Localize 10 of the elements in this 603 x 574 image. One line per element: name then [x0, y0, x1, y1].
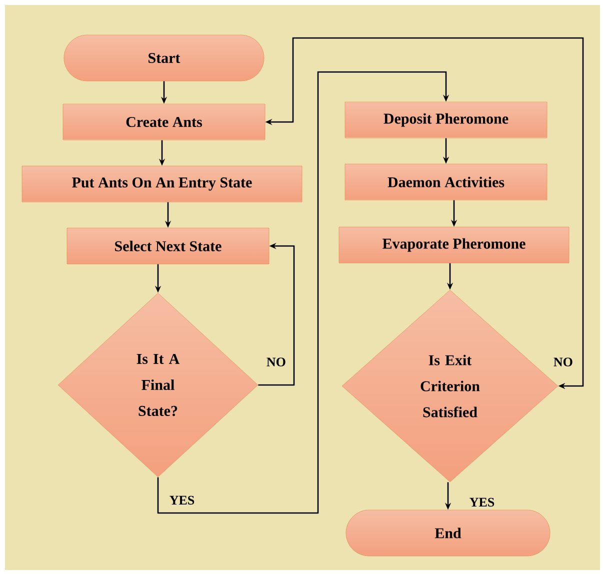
- process-box: Deposit Pheromone: [344, 102, 548, 138]
- process-box: Select Next State: [66, 228, 270, 264]
- end-terminal: End: [346, 510, 550, 556]
- edge-label: NO: [265, 356, 287, 368]
- process-box: Put Ants On An Entry State: [22, 166, 302, 202]
- arrow: [157, 71, 450, 514]
- start-terminal: Start: [64, 34, 264, 82]
- process-box: Create Ants: [62, 104, 266, 140]
- process-box: Evaporate Pheromone: [338, 226, 570, 264]
- process-box: Daemon Activities: [344, 164, 548, 200]
